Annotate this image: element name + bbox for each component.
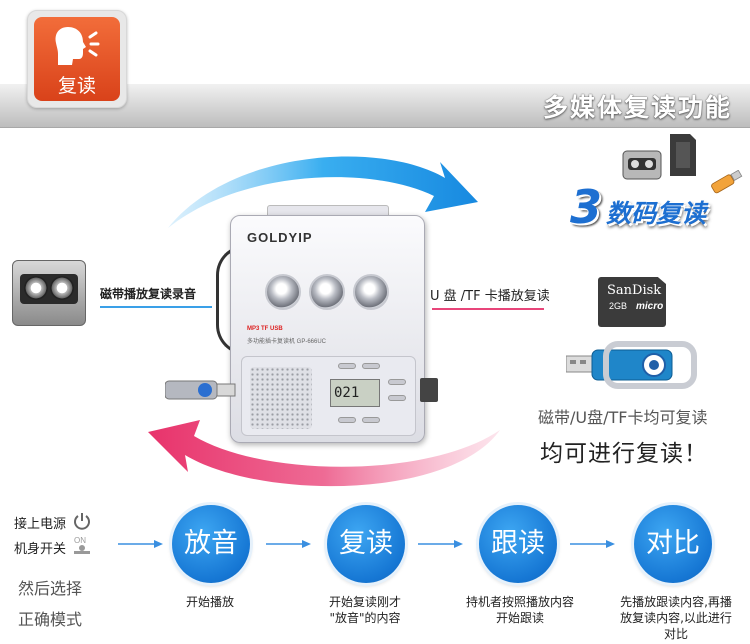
step-desc-repeat: 开始复读刚才 "放音"的内容	[300, 594, 430, 626]
step-desc-compare: 先播放跟读内容,再播 放复读内容,以此进行 对比	[606, 594, 746, 642]
panel-button	[362, 417, 380, 423]
usb-drive-image	[566, 341, 697, 389]
desc-line: 先播放跟读内容,再播	[620, 595, 732, 609]
step-repeat: 复读	[327, 505, 405, 583]
on-switch-icon: ON	[74, 536, 90, 554]
step-label: 对比	[646, 528, 700, 559]
device-knob-3	[353, 274, 389, 310]
panel-button	[338, 363, 356, 369]
device-panel: 021	[241, 356, 416, 436]
on-icon-text: ON	[74, 536, 86, 545]
header: 复读 多媒体复读功能	[0, 0, 750, 128]
usb-drive-tiny-icon	[711, 170, 743, 194]
lcd-display: 021	[330, 379, 380, 407]
three-digital-repeat-badge: 3 数码复读	[570, 180, 745, 240]
digital-badge-number: 3	[570, 180, 603, 234]
arrow-icon	[266, 540, 311, 548]
repeat-badge: 复读	[27, 10, 127, 108]
sd-card-type: micro	[636, 301, 664, 312]
arrow-icon	[418, 540, 463, 548]
cycle-arrows	[148, 156, 500, 487]
speaker-grill	[250, 367, 312, 429]
panel-button	[388, 379, 406, 385]
cassette-label: 磁带播放复读录音	[100, 287, 197, 301]
sd-card-image: SanDisk 2GB micro	[598, 277, 666, 327]
mode-text-1: 然后选择	[18, 579, 83, 598]
player-device: GOLDYIP MP3 TF USB 多功能插卡复读机 GP-666UC 021	[216, 205, 425, 443]
cassette-image-left	[12, 260, 86, 338]
arrow-icon	[118, 540, 163, 548]
digital-badge-text: 数码复读	[606, 199, 707, 228]
step-desc-follow: 持机者按照播放内容 开始跟读	[450, 594, 590, 626]
desc-line: 对比	[663, 627, 688, 641]
sd-card-small-icon	[670, 134, 696, 176]
step-compare: 对比	[634, 505, 712, 583]
step-play: 放音	[172, 505, 250, 583]
switch-label: 机身开关	[14, 542, 67, 557]
step-label: 放音	[184, 528, 238, 559]
cassette-small-icon	[622, 150, 662, 180]
step-label: 复读	[339, 528, 393, 559]
cassette-line	[100, 306, 212, 308]
device-knob-1	[265, 274, 301, 310]
power-icon	[74, 513, 90, 530]
usb-tf-label: U 盘 /TF 卡播放复读	[430, 289, 550, 304]
compat-line-1: 磁带/U盘/TF卡均可复读	[538, 408, 708, 427]
sd-card-brand: SanDisk	[607, 283, 662, 298]
step-follow: 跟读	[479, 505, 557, 583]
device-brand: GOLDYIP	[247, 230, 313, 245]
desc-line: "放音"的内容	[329, 611, 401, 625]
desc-line: 放复读内容,以此进行	[620, 611, 732, 625]
device-knob-2	[309, 274, 345, 310]
bottom-pink-arrow	[148, 420, 500, 487]
speaking-head-icon	[55, 27, 100, 65]
compat-line-2: 均可进行复读！	[540, 441, 708, 467]
desc-line: 开始复读刚才	[328, 595, 401, 609]
panel-button	[388, 395, 406, 401]
arrow-icon	[570, 540, 615, 548]
desc-line: 开始跟读	[495, 611, 544, 625]
top-blue-arrow	[168, 156, 478, 228]
usb-drive-small-icon	[165, 380, 236, 400]
device-model: 多功能插卡复读机 GP-666UC	[247, 339, 327, 345]
step-label: 跟读	[491, 528, 545, 559]
desc-line: 持机者按照播放内容	[465, 595, 574, 609]
desc-line: 开始播放	[185, 595, 234, 609]
device-model-tag: MP3 TF USB	[247, 326, 283, 332]
panel-button	[338, 417, 356, 423]
power-label: 接上电源	[14, 517, 67, 532]
repeat-badge-inner: 复读	[34, 17, 120, 101]
repeat-badge-label: 复读	[57, 75, 96, 97]
step-desc-play: 开始播放	[150, 594, 270, 610]
tf-card-small-icon	[420, 378, 438, 402]
usb-tf-line	[432, 308, 544, 310]
device-body: GOLDYIP MP3 TF USB 多功能插卡复读机 GP-666UC 021	[230, 215, 425, 443]
mode-text-2: 正确模式	[18, 610, 83, 629]
page-title: 多媒体复读功能	[542, 93, 732, 122]
panel-button	[362, 363, 380, 369]
sd-card-size: 2GB	[609, 301, 628, 311]
